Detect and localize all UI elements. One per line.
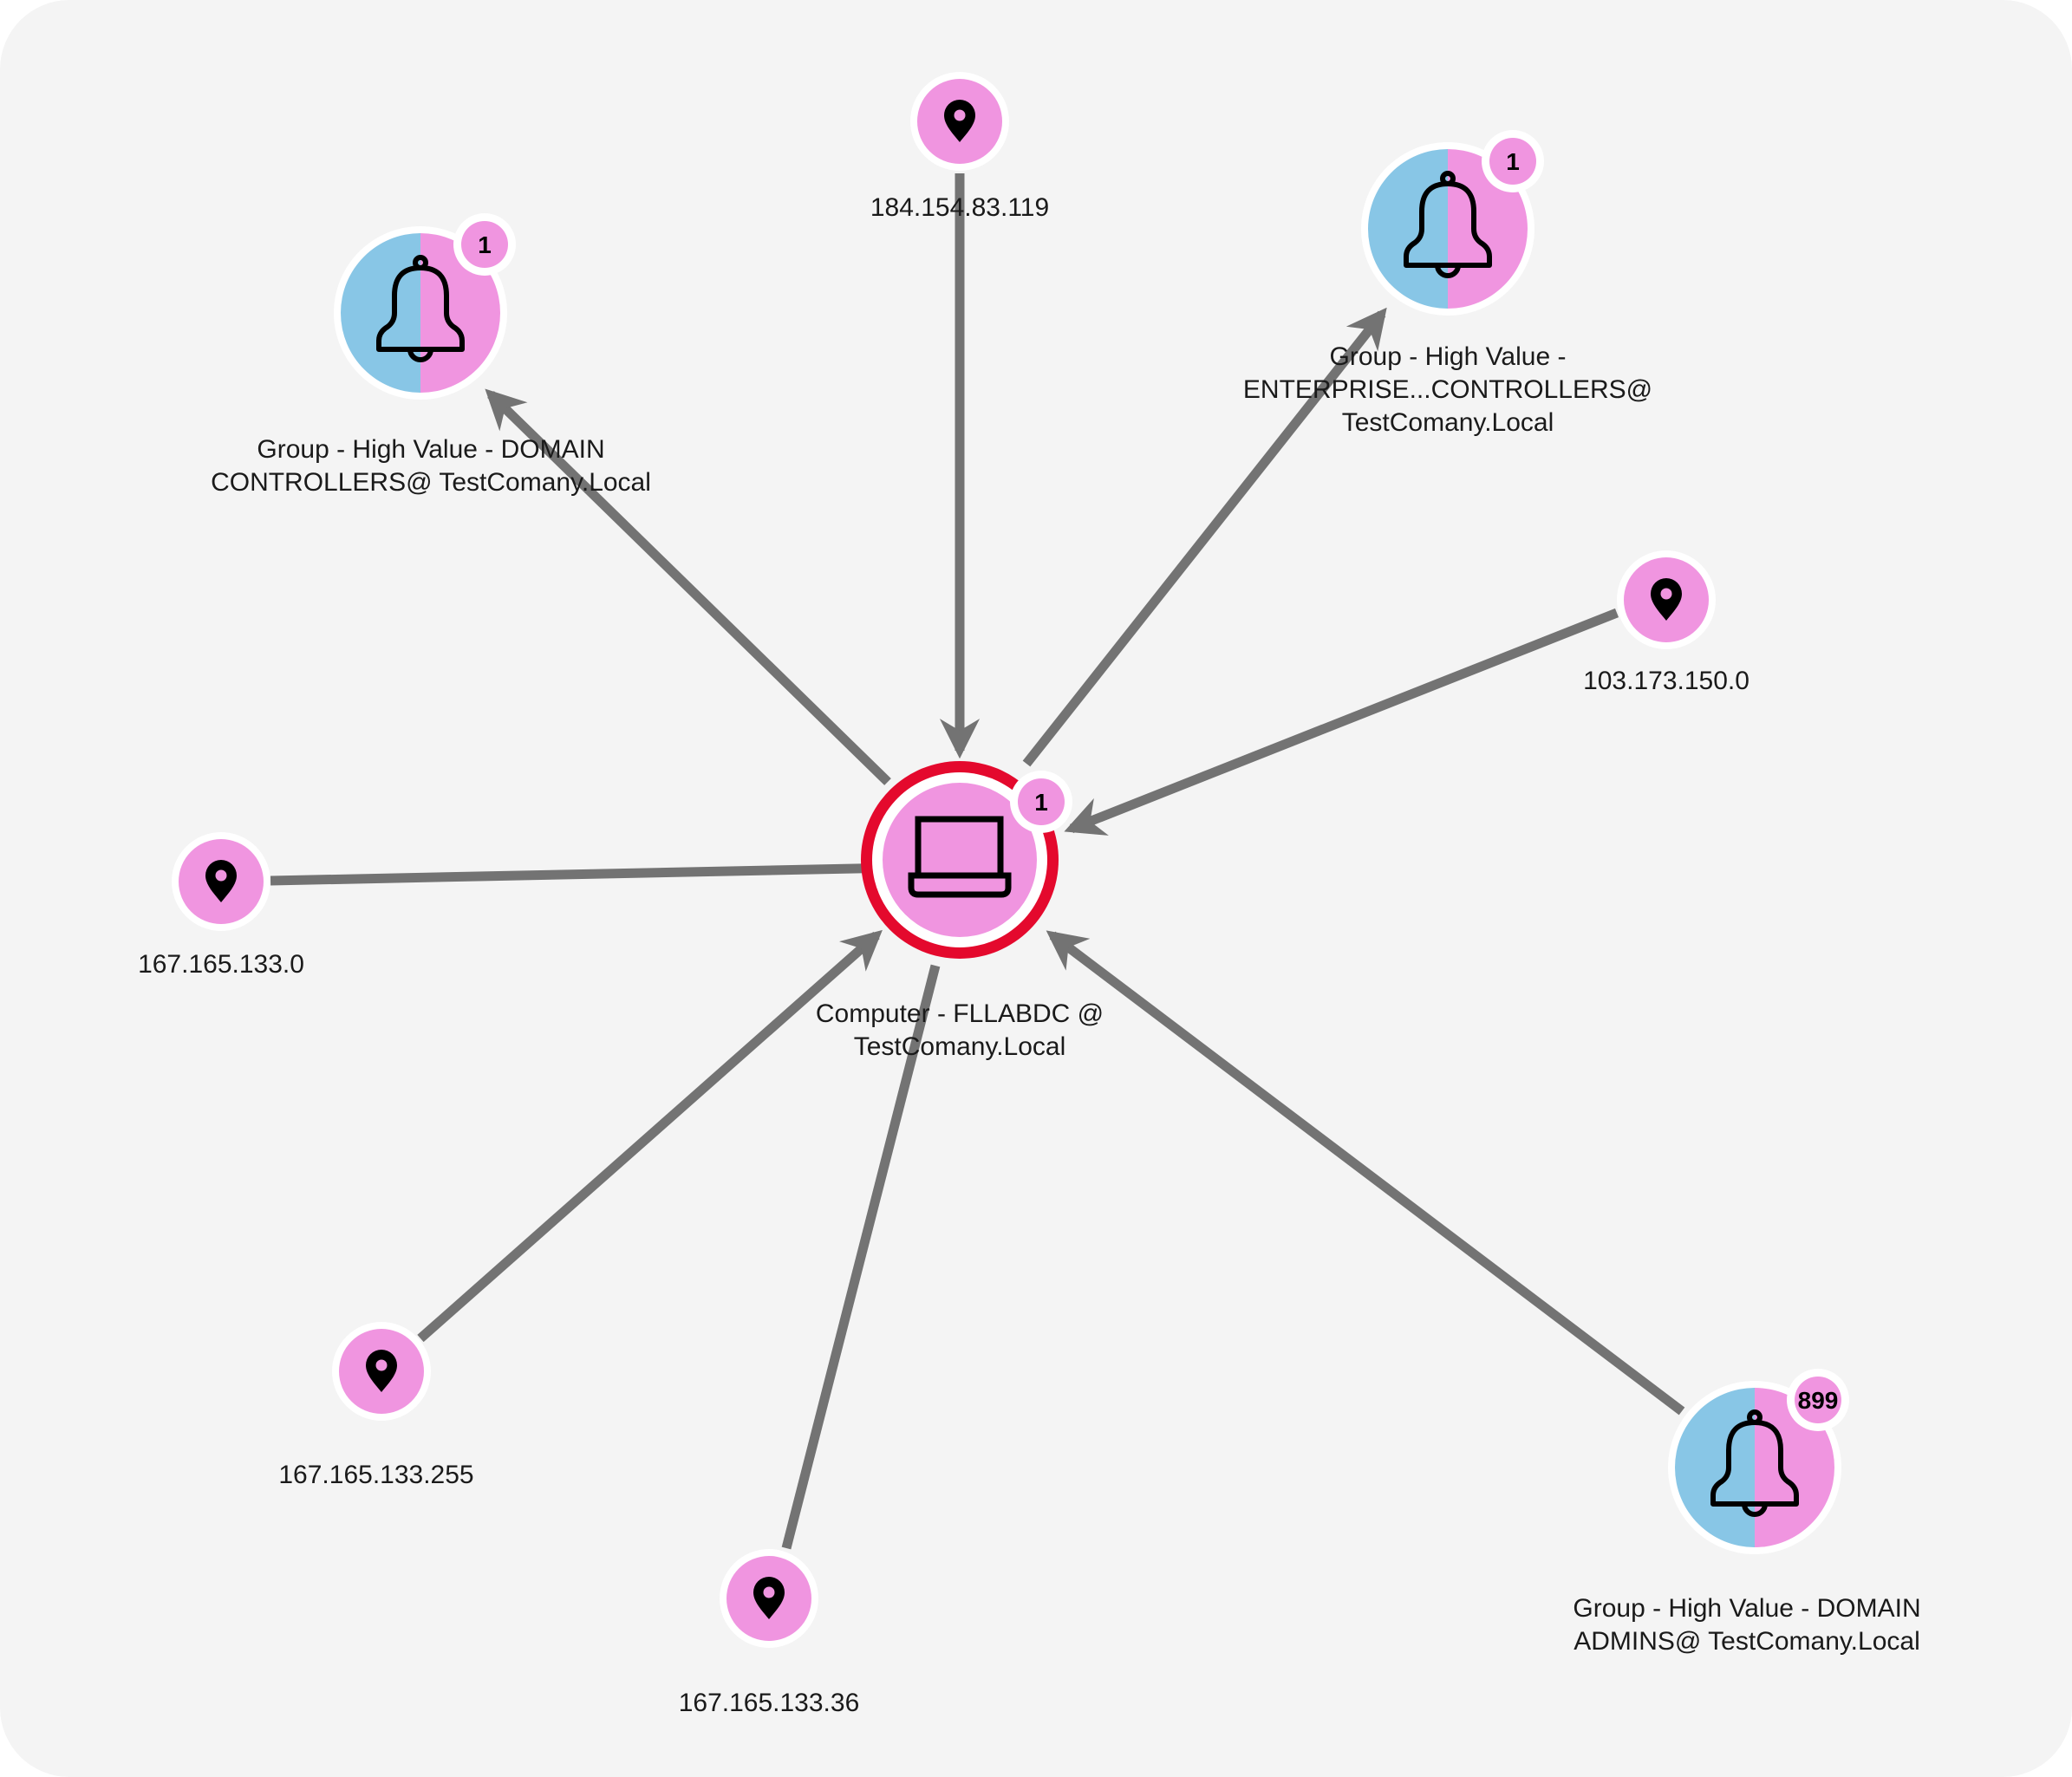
node-label: 167.165.133.0: [138, 950, 304, 979]
node-label: ENTERPRISE...CONTROLLERS@: [1243, 375, 1652, 404]
node-ip-bottom[interactable]: [720, 1549, 818, 1648]
alert-count-badge: 1: [1010, 771, 1072, 833]
edge-ip_left-to-center[interactable]: [270, 848, 905, 888]
node-group-ent[interactable]: 1: [1361, 130, 1544, 316]
badge-count: 1: [1506, 148, 1520, 175]
node-ip-left[interactable]: [172, 832, 270, 931]
node-label: Group - High Value -: [1330, 342, 1567, 371]
node-label: 103.173.150.0: [1583, 667, 1749, 695]
node-group-da[interactable]: 899: [1668, 1369, 1849, 1554]
node-ip-right[interactable]: [1617, 550, 1716, 649]
node-label: TestComany.Local: [854, 1032, 1066, 1061]
badge-count: 1: [1034, 789, 1048, 816]
node-label: Group - High Value - DOMAIN: [1573, 1594, 1920, 1623]
node-center[interactable]: 1: [861, 761, 1072, 959]
edges-layer: [270, 173, 1685, 1550]
node-ip-lowleft[interactable]: [332, 1322, 431, 1421]
location-pin-icon: [944, 100, 975, 142]
location-pin-icon: [1651, 578, 1682, 621]
node-label: 167.165.133.255: [278, 1461, 473, 1489]
bell-icon: [1710, 1409, 1799, 1517]
node-label: TestComany.Local: [1342, 408, 1554, 437]
node-label: ADMINS@ TestComany.Local: [1574, 1627, 1919, 1656]
node-label: Computer - FLLABDC @: [816, 999, 1104, 1028]
alert-count-badge: 899: [1787, 1369, 1849, 1431]
location-pin-icon: [205, 860, 237, 902]
node-label: 184.154.83.119: [870, 193, 1049, 222]
alert-count-badge: 1: [453, 213, 516, 276]
bell-icon: [1404, 171, 1492, 278]
node-label: CONTROLLERS@ TestComany.Local: [211, 468, 651, 497]
node-label: 167.165.133.36: [679, 1689, 860, 1717]
edge-ip_right-to-center[interactable]: [1064, 608, 1619, 836]
edge-group_da-to-center[interactable]: [1046, 930, 1685, 1416]
badge-count: 899: [1798, 1387, 1839, 1414]
location-pin-icon: [753, 1577, 785, 1619]
node-ip-top[interactable]: [910, 72, 1009, 171]
bell-icon: [376, 255, 465, 362]
edge-center-to-group_dc[interactable]: [485, 388, 891, 785]
node-label: Group - High Value - DOMAIN: [257, 435, 604, 464]
location-pin-icon: [366, 1350, 397, 1392]
node-group-dc[interactable]: 1: [334, 213, 516, 400]
edge-center-to-group_ent[interactable]: [1022, 307, 1387, 767]
edge-ip_bottom-to-center[interactable]: [781, 964, 941, 1550]
laptop-icon: [908, 816, 1012, 898]
alert-count-badge: 1: [1482, 130, 1544, 192]
badge-count: 1: [478, 231, 492, 258]
edge-ip_lowleft-to-center[interactable]: [417, 929, 883, 1343]
